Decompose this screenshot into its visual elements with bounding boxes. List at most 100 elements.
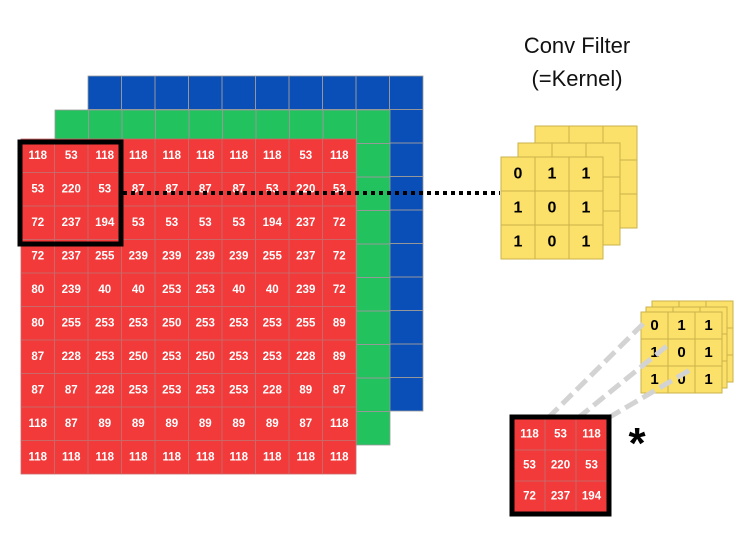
input-cell-value: 40 bbox=[266, 284, 279, 296]
input-cell-value: 87 bbox=[299, 418, 312, 430]
kernel-front-value: 1 bbox=[548, 166, 557, 183]
input-cell-value: 118 bbox=[196, 150, 215, 162]
kernel-front-cell bbox=[500, 190, 536, 226]
input-cell-value: 194 bbox=[95, 217, 115, 229]
dashed-projection-line bbox=[546, 320, 647, 420]
kernel-front-value: 0 bbox=[548, 200, 557, 217]
patch-cell-value: 53 bbox=[523, 460, 536, 472]
kernel-front-value: 1 bbox=[514, 234, 523, 251]
input-cell-value: 89 bbox=[333, 351, 346, 363]
input-cell-value: 118 bbox=[263, 150, 282, 162]
kernel-front-cell bbox=[500, 224, 536, 260]
input-cell-value: 253 bbox=[263, 317, 282, 329]
dashed-projection-lines bbox=[546, 320, 692, 421]
input-cell-value: 118 bbox=[330, 418, 349, 430]
kernel-small-front-value: 1 bbox=[650, 371, 658, 388]
input-cell-value: 255 bbox=[296, 317, 316, 329]
input-cell-value: 255 bbox=[95, 250, 115, 262]
kernel-front-cell bbox=[568, 190, 604, 226]
input-cell-value: 239 bbox=[62, 284, 81, 296]
input-cell-value: 237 bbox=[62, 217, 81, 229]
input-cell-value: 72 bbox=[31, 250, 44, 262]
input-cell-value: 239 bbox=[229, 250, 248, 262]
kernel-front-value: 1 bbox=[582, 200, 591, 217]
input-cell-value: 87 bbox=[199, 183, 212, 195]
input-cell-value: 118 bbox=[229, 451, 248, 463]
input-cell-value: 118 bbox=[162, 451, 181, 463]
input-cell-value: 250 bbox=[129, 351, 148, 363]
input-cell-value: 253 bbox=[229, 317, 248, 329]
input-cell-value: 239 bbox=[296, 284, 315, 296]
input-cell-value: 89 bbox=[232, 418, 245, 430]
input-cell-value: 118 bbox=[263, 451, 282, 463]
input-cell-value: 89 bbox=[299, 384, 312, 396]
input-cell-value: 220 bbox=[62, 183, 81, 195]
input-cell-value: 118 bbox=[196, 451, 215, 463]
kernel-small-front-value: 1 bbox=[650, 344, 658, 361]
input-cell-value: 53 bbox=[165, 217, 178, 229]
input-cell-value: 89 bbox=[333, 317, 346, 329]
input-cell-value: 118 bbox=[296, 451, 315, 463]
input-cell-value: 118 bbox=[330, 451, 349, 463]
input-cell-value: 87 bbox=[31, 384, 44, 396]
patch-cell-value: 53 bbox=[585, 460, 598, 472]
input-cell-value: 253 bbox=[196, 384, 215, 396]
kernel-small-front-cell bbox=[640, 311, 669, 340]
input-cell-value: 228 bbox=[62, 351, 82, 363]
input-cell-value: 53 bbox=[31, 183, 44, 195]
input-cell-value: 80 bbox=[31, 317, 44, 329]
input-cell-value: 72 bbox=[31, 217, 44, 229]
input-cell-value: 118 bbox=[162, 150, 181, 162]
kernel-small-front-value: 0 bbox=[677, 371, 685, 388]
input-cell-value: 250 bbox=[196, 351, 215, 363]
input-cell-value: 253 bbox=[129, 384, 148, 396]
input-cell-value: 40 bbox=[98, 284, 111, 296]
input-cell-value: 255 bbox=[62, 317, 82, 329]
kernel-small-front-value: 0 bbox=[650, 317, 658, 334]
input-cell-value: 53 bbox=[299, 150, 312, 162]
input-cell bbox=[322, 440, 357, 475]
input-cell-value: 53 bbox=[232, 217, 245, 229]
kernel-small-front-value: 1 bbox=[704, 317, 712, 334]
input-cell-value: 253 bbox=[162, 351, 181, 363]
input-cell-value: 89 bbox=[98, 418, 111, 430]
input-cell-value: 118 bbox=[129, 150, 148, 162]
input-cell-value: 239 bbox=[196, 250, 215, 262]
patch-background bbox=[514, 419, 607, 512]
input-cell-value: 253 bbox=[95, 351, 114, 363]
input-cell-value: 40 bbox=[132, 284, 145, 296]
input-cell-value: 118 bbox=[28, 150, 47, 162]
input-cell-value: 253 bbox=[196, 284, 215, 296]
kernel-front-value: 0 bbox=[514, 166, 523, 183]
input-cell-value: 118 bbox=[129, 451, 148, 463]
input-cell-value: 118 bbox=[28, 418, 47, 430]
kernel-front-value: 1 bbox=[582, 166, 591, 183]
input-cell-value: 72 bbox=[333, 284, 346, 296]
input-cell-value: 89 bbox=[266, 418, 279, 430]
input-cell-value: 53 bbox=[199, 217, 212, 229]
input-cell-value: 118 bbox=[95, 451, 114, 463]
input-cell-value: 237 bbox=[62, 250, 81, 262]
input-cell-value: 87 bbox=[333, 384, 346, 396]
patch-cell-value: 118 bbox=[520, 429, 539, 441]
receptive-field-highlight bbox=[17, 139, 124, 247]
input-cell-value: 253 bbox=[229, 384, 248, 396]
input-cell-value: 250 bbox=[162, 317, 181, 329]
kernel-front-value: 0 bbox=[548, 234, 557, 251]
input-cell-value: 194 bbox=[263, 217, 283, 229]
kernel-small-front-cell bbox=[694, 311, 723, 340]
kernel-front-cell bbox=[534, 224, 570, 260]
patch-cell-value: 118 bbox=[582, 429, 601, 441]
dashed-projection-line bbox=[606, 367, 692, 421]
input-cell-value: 53 bbox=[132, 217, 145, 229]
kernel-front-cell bbox=[534, 156, 570, 192]
input-cell-value: 87 bbox=[31, 351, 44, 363]
kernel-small-front-value: 1 bbox=[704, 371, 712, 388]
input-cell-value: 253 bbox=[95, 317, 114, 329]
input-cell-value: 87 bbox=[65, 384, 78, 396]
input-cell-value: 118 bbox=[229, 150, 248, 162]
patch-cell-value: 72 bbox=[523, 491, 536, 503]
kernel-small-front-value: 1 bbox=[677, 317, 685, 334]
